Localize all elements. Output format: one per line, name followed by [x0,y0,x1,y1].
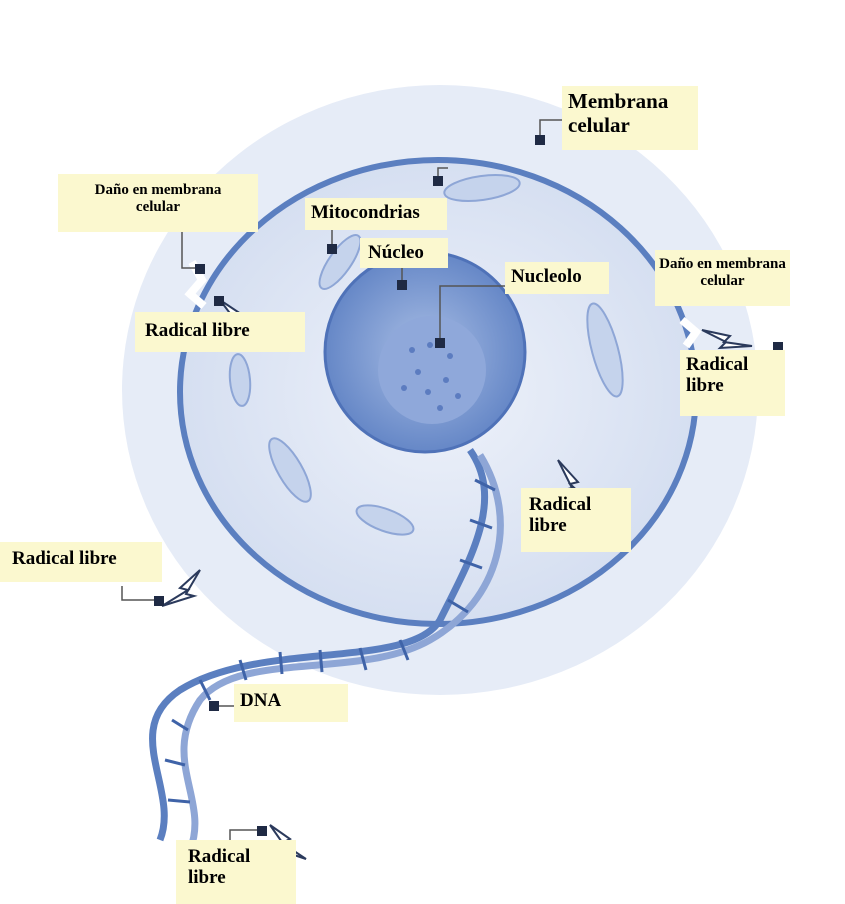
label-radical-libre-2: Radical libre [680,350,785,416]
dano-izq-line-1: Daño en membrana [62,182,254,199]
mitocondrias-text: Mitocondrias [311,202,420,223]
label-dano-derecha: Daño en membrana celular [655,250,790,306]
bolt-icon [162,570,200,606]
label-dano-izquierda: Daño en membrana celular [58,174,258,232]
radical-4-text: Radical libre [12,548,117,569]
radical-5-line-2: libre [188,867,284,888]
nucleolo-text: Nucleolo [511,266,582,287]
radical-3-line-1: Radical [529,494,623,515]
radical-1-text: Radical libre [145,320,250,341]
label-radical-libre-5: Radical libre [176,840,296,904]
membrana-line-1: Membrana [568,90,692,114]
label-radical-libre-3: Radical libre [521,488,631,552]
radical-2-line-2: libre [686,375,779,396]
dano-der-line-2: celular [659,273,786,290]
label-nucleolo: Nucleolo [505,262,609,294]
radical-2-line-1: Radical [686,354,779,375]
membrana-line-2: celular [568,114,692,138]
radical-5-line-1: Radical [188,846,284,867]
radical-3-line-2: libre [529,515,623,536]
dano-der-line-1: Daño en membrana [659,256,786,273]
label-membrana-celular: Membrana celular [562,86,698,150]
nucleolus [378,316,486,424]
label-radical-libre-4: Radical libre [0,542,162,582]
dna-text: DNA [240,690,281,711]
label-mitocondrias: Mitocondrias [305,198,447,230]
label-nucleo: Núcleo [360,238,448,268]
label-radical-libre-1: Radical libre [135,312,305,352]
label-dna: DNA [234,684,348,722]
nucleo-text: Núcleo [368,242,424,263]
dano-izq-line-2: celular [62,199,254,216]
